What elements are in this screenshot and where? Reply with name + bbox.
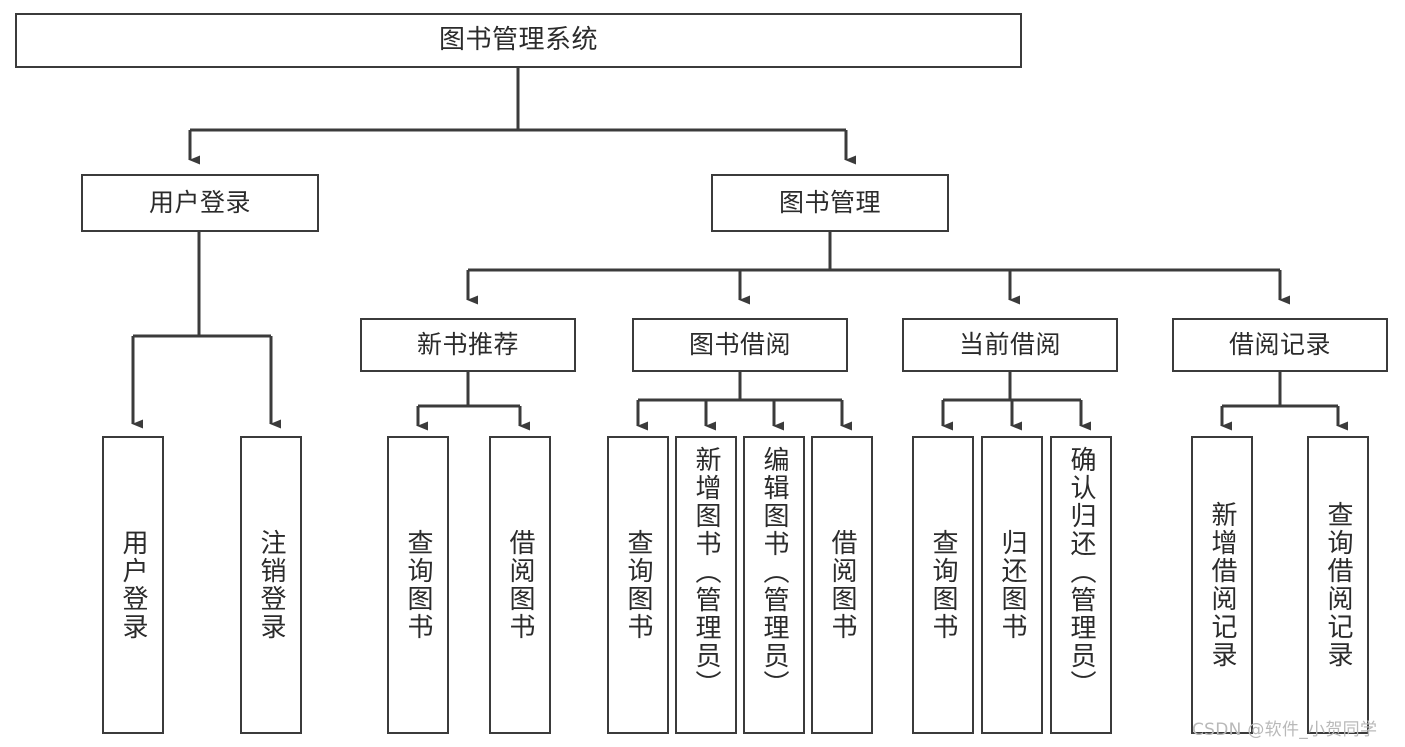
node-user-login[interactable]: 用户登录 — [81, 174, 319, 232]
node-leaf-logout-label: 注销登录 — [256, 529, 286, 641]
node-borrow-record-label: 借阅记录 — [1228, 330, 1331, 360]
node-leaf-logout[interactable]: 注销登录 — [240, 436, 302, 734]
node-book-manage[interactable]: 图书管理 — [711, 174, 949, 232]
node-leaf-borrow-book-1-label: 借阅图书 — [505, 529, 535, 641]
node-leaf-edit-book[interactable]: 编辑图书（管理员） — [743, 436, 805, 734]
node-leaf-user-login[interactable]: 用户登录 — [102, 436, 164, 734]
node-leaf-query-book-3-label: 查询图书 — [928, 529, 958, 641]
node-leaf-query-record-label: 查询借阅记录 — [1323, 501, 1353, 669]
node-leaf-borrow-book-1[interactable]: 借阅图书 — [489, 436, 551, 734]
node-book-borrow[interactable]: 图书借阅 — [632, 318, 848, 372]
node-leaf-add-book[interactable]: 新增图书（管理员） — [675, 436, 737, 734]
node-leaf-user-login-label: 用户登录 — [118, 529, 148, 641]
node-leaf-add-book-label: 新增图书（管理员） — [691, 446, 721, 698]
node-leaf-return-book-label: 归还图书 — [997, 529, 1027, 641]
node-new-book-recommend-label: 新书推荐 — [416, 330, 519, 360]
node-new-book-recommend[interactable]: 新书推荐 — [360, 318, 576, 372]
watermark: CSDN @软件_小贺同学 — [1192, 720, 1378, 740]
node-leaf-add-record[interactable]: 新增借阅记录 — [1191, 436, 1253, 734]
node-leaf-query-book-1[interactable]: 查询图书 — [387, 436, 449, 734]
node-borrow-record[interactable]: 借阅记录 — [1172, 318, 1388, 372]
node-root-label: 图书管理系统 — [438, 25, 598, 56]
node-current-borrow[interactable]: 当前借阅 — [902, 318, 1118, 372]
node-leaf-borrow-book-2[interactable]: 借阅图书 — [811, 436, 873, 734]
node-leaf-return-book[interactable]: 归还图书 — [981, 436, 1043, 734]
node-user-login-label: 用户登录 — [148, 188, 251, 218]
node-leaf-confirm-return-label: 确认归还（管理员） — [1066, 446, 1096, 698]
node-leaf-edit-book-label: 编辑图书（管理员） — [759, 446, 789, 698]
node-leaf-query-book-2[interactable]: 查询图书 — [607, 436, 669, 734]
node-book-borrow-label: 图书借阅 — [688, 330, 791, 360]
node-leaf-add-record-label: 新增借阅记录 — [1207, 501, 1237, 669]
node-leaf-borrow-book-2-label: 借阅图书 — [827, 529, 857, 641]
node-leaf-query-book-1-label: 查询图书 — [403, 529, 433, 641]
node-leaf-query-book-2-label: 查询图书 — [623, 529, 653, 641]
node-book-manage-label: 图书管理 — [778, 188, 881, 218]
node-leaf-query-book-3[interactable]: 查询图书 — [912, 436, 974, 734]
node-leaf-query-record[interactable]: 查询借阅记录 — [1307, 436, 1369, 734]
node-root[interactable]: 图书管理系统 — [15, 13, 1022, 68]
node-leaf-confirm-return[interactable]: 确认归还（管理员） — [1050, 436, 1112, 734]
node-current-borrow-label: 当前借阅 — [958, 330, 1061, 360]
